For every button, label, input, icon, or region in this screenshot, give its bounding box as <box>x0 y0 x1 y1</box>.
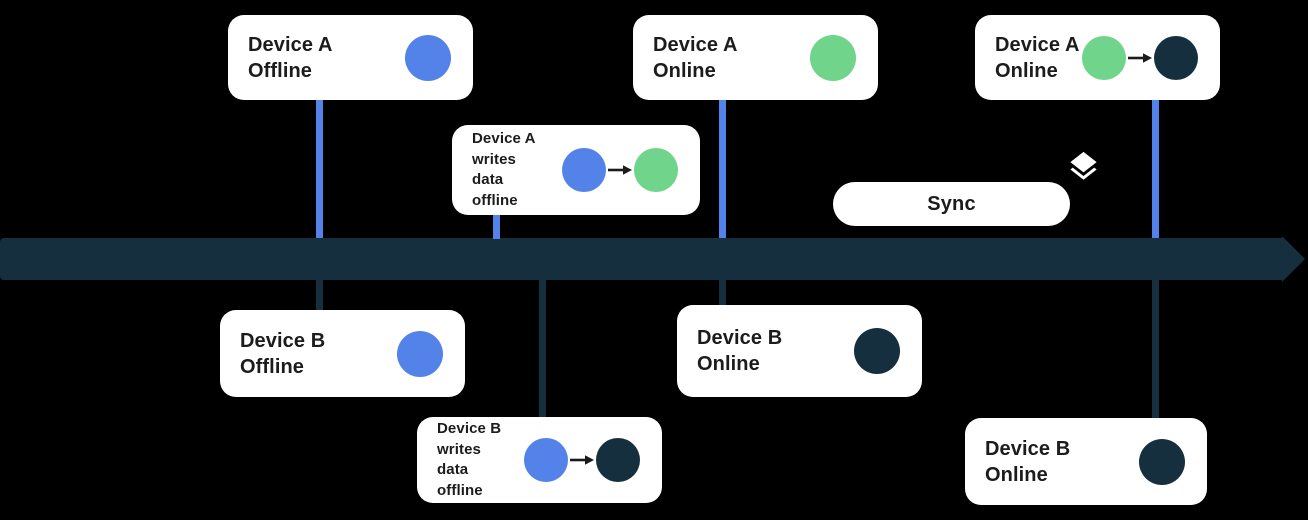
card-label: Device A writes data offline <box>472 130 536 209</box>
connector-device-a-writes <box>493 213 500 239</box>
green-state-dot <box>1082 35 1126 80</box>
navy-state-dot <box>596 438 640 482</box>
flow-arrow-icon <box>1128 52 1152 63</box>
connector-device-a-online <box>719 100 726 238</box>
green-state-dot <box>634 148 678 192</box>
card-label: Device A Offline <box>248 33 333 82</box>
card-device-a-online: Device A Online <box>633 15 878 100</box>
card-label: Device B Online <box>697 327 783 375</box>
green-state-dot <box>810 34 856 81</box>
connector-device-b-online <box>719 280 726 306</box>
blue-state-dot <box>405 34 451 81</box>
connector-device-b-writes <box>539 280 546 418</box>
navy-state-dot <box>1139 438 1185 485</box>
state-dots <box>524 438 640 482</box>
card-device-a-online-2: Device A Online <box>975 15 1220 100</box>
state-dots <box>854 328 900 374</box>
card-label: Device B writes data offline <box>437 420 502 499</box>
card-device-b-online-2: Device B Online <box>965 418 1207 505</box>
state-dots <box>562 148 678 192</box>
state-dots <box>405 34 451 81</box>
state-dots <box>1139 438 1185 485</box>
connector-device-b-online-2 <box>1152 280 1159 419</box>
sync-label: Sync <box>927 192 976 215</box>
connector-device-b-offline <box>316 280 323 311</box>
connector-device-a-online-2 <box>1152 100 1159 238</box>
state-dots <box>397 330 443 377</box>
flow-arrow-icon <box>608 165 632 175</box>
layers-icon <box>1070 151 1097 180</box>
sync-pill: Sync <box>833 182 1070 226</box>
timeline-bar <box>0 238 1283 280</box>
blue-state-dot <box>397 330 443 377</box>
navy-state-dot <box>854 328 900 374</box>
card-device-b-online: Device B Online <box>677 305 922 397</box>
timeline-arrowhead-icon <box>1282 236 1305 282</box>
card-device-b-offline: Device B Offline <box>220 310 465 397</box>
card-label: Device B Online <box>985 437 1071 486</box>
card-device-b-writes-data-offline: Device B writes data offline <box>417 417 662 503</box>
card-device-a-writes-data-offline: Device A writes data offline <box>452 125 700 215</box>
card-device-a-offline: Device A Offline <box>228 15 473 100</box>
blue-state-dot <box>524 438 568 482</box>
card-label: Device A Online <box>995 33 1080 82</box>
flow-arrow-icon <box>570 455 594 465</box>
card-label: Device B Offline <box>240 329 326 378</box>
state-dots <box>810 34 856 81</box>
navy-state-dot <box>1154 35 1198 80</box>
blue-state-dot <box>562 148 606 192</box>
connector-device-a-offline <box>316 100 323 238</box>
card-label: Device A Online <box>653 33 738 82</box>
state-dots <box>1082 35 1198 80</box>
